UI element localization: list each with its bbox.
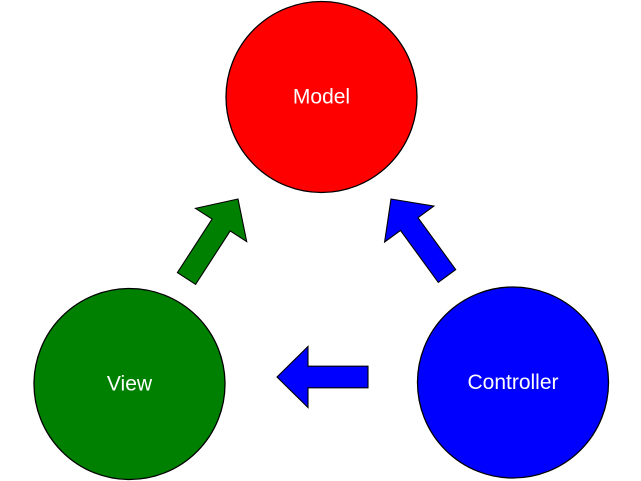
view-circle bbox=[33, 287, 226, 481]
arrow-controller-to-model bbox=[383, 198, 457, 284]
view-label: View bbox=[107, 373, 153, 396]
model-label: Model bbox=[293, 86, 350, 109]
node-view: View bbox=[33, 287, 226, 481]
controller-circle bbox=[416, 286, 610, 479]
arrow-view-to-model bbox=[176, 198, 248, 286]
arrow-controller-to-view bbox=[276, 345, 369, 409]
node-controller: Controller bbox=[416, 286, 610, 479]
controller-label: Controller bbox=[467, 371, 558, 394]
model-circle bbox=[225, 0, 418, 194]
node-model: Model bbox=[225, 0, 418, 194]
